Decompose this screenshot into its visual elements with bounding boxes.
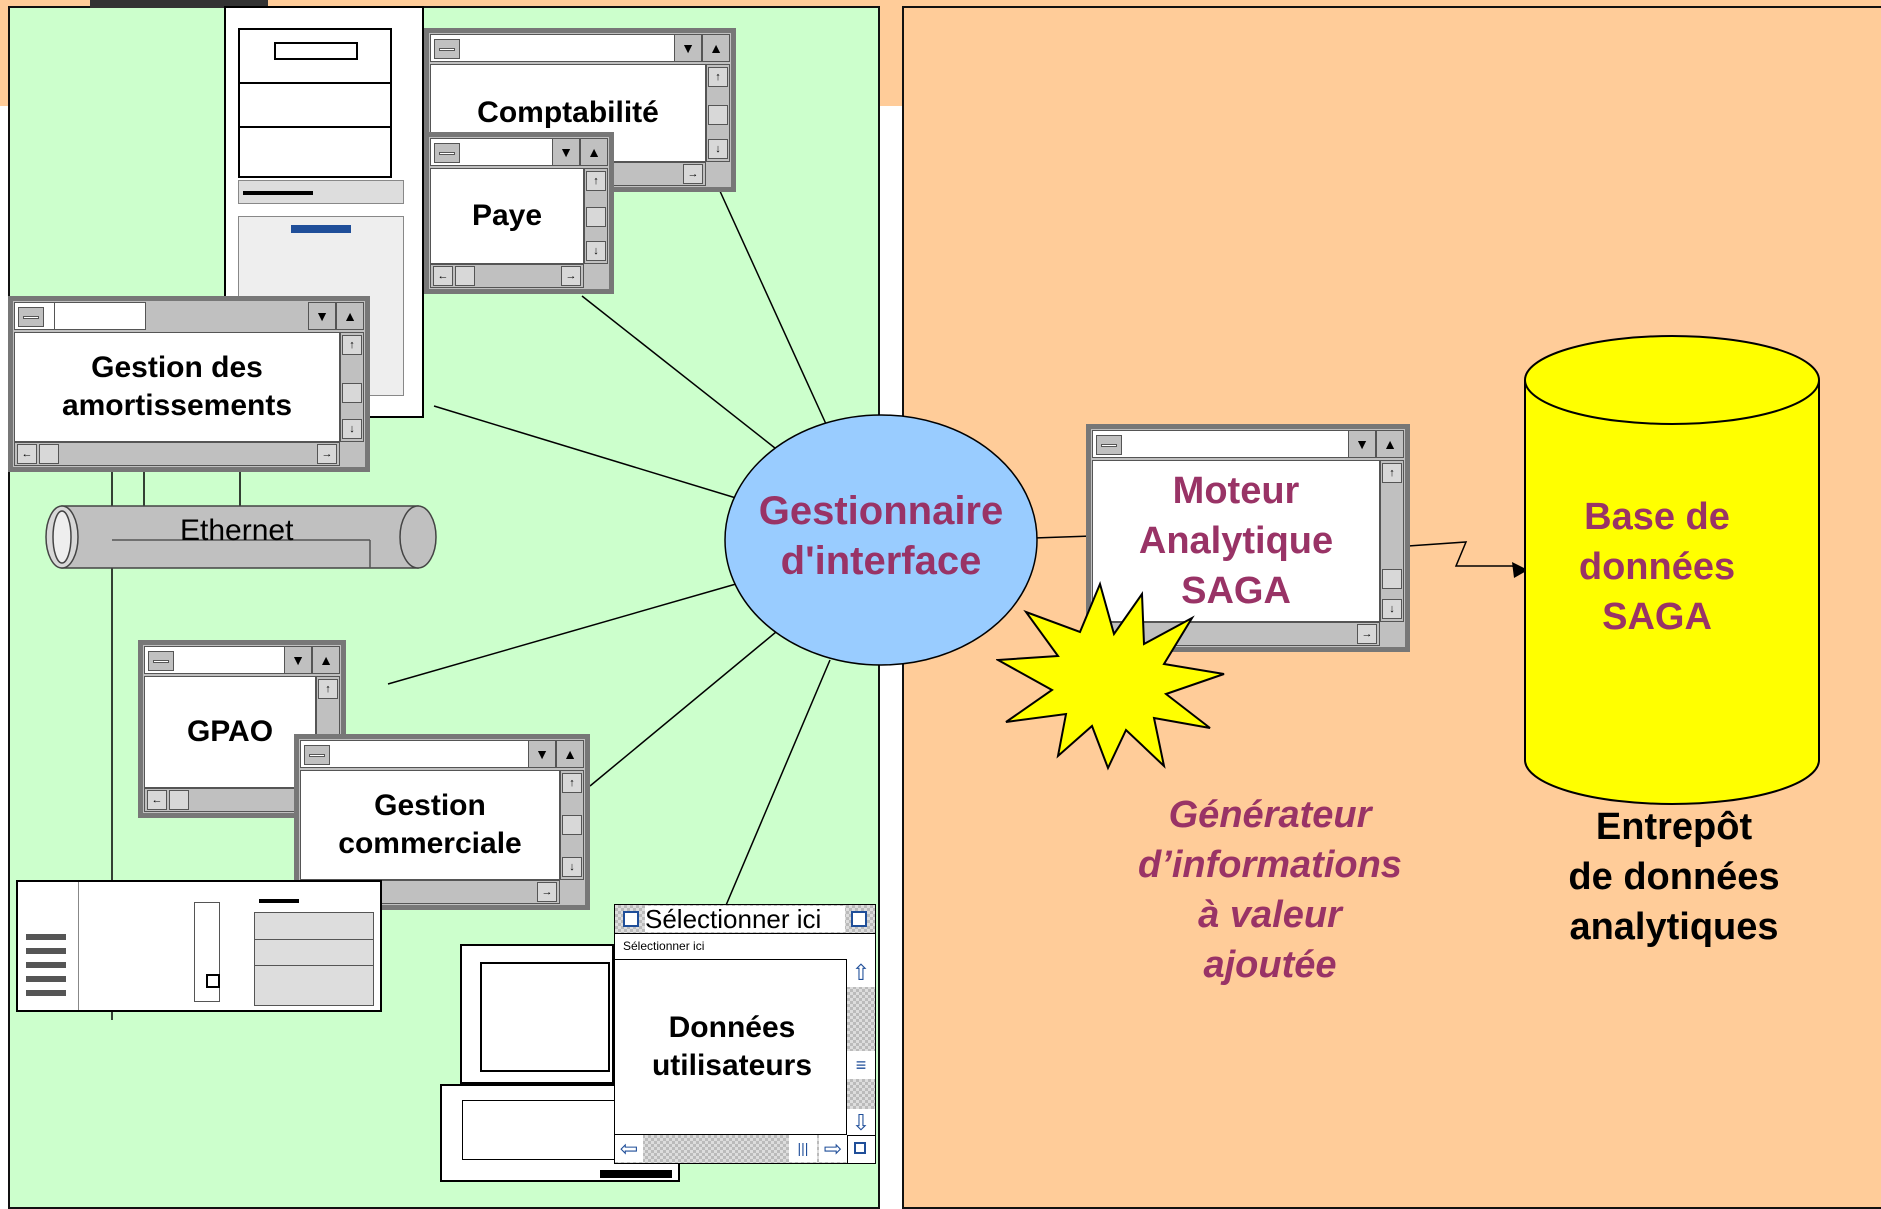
system-menu-icon[interactable] xyxy=(1096,435,1122,455)
window-label: Gestion des amortissements xyxy=(14,332,340,442)
vertical-scrollbar[interactable]: ⇧ ≡ ⇩ xyxy=(846,959,875,1137)
caption-line: ajoutée xyxy=(1203,944,1337,986)
hub-label: Gestionnaire d'interface xyxy=(758,489,1004,583)
link-gpao xyxy=(387,583,737,685)
maximize-icon[interactable]: ▲ xyxy=(1376,430,1404,458)
drive-bay xyxy=(238,28,392,178)
maximize-icon[interactable]: ▲ xyxy=(702,34,730,62)
arrowhead xyxy=(1512,562,1528,578)
desktop-computer xyxy=(16,880,382,1012)
horizontal-scrollbar[interactable]: ← xyxy=(144,788,316,812)
link-paye xyxy=(581,295,781,453)
burst-icon xyxy=(996,580,1225,771)
database-label: Base de données SAGA xyxy=(1578,496,1736,638)
title-bar xyxy=(430,34,676,62)
resize-grip-icon[interactable] xyxy=(847,1135,875,1163)
maximize-icon[interactable]: ▲ xyxy=(580,138,608,166)
vertical-scrollbar[interactable]: ↑ ↓ xyxy=(560,770,584,880)
database-cylinder xyxy=(1524,335,1820,805)
minimize-icon[interactable]: ▼ xyxy=(552,138,580,166)
window-paye[interactable]: ▼ ▲ Paye ↑ ↓ ← → xyxy=(424,132,614,294)
ethernet-label: Ethernet xyxy=(180,514,294,547)
caption-line: Entrepôt xyxy=(1595,806,1753,848)
horizontal-scrollbar[interactable]: ⇦ ||| ⇨ xyxy=(615,1134,847,1163)
window-label: Paye xyxy=(430,168,584,264)
caption-line: de données xyxy=(1568,856,1780,898)
system-menu-icon[interactable] xyxy=(434,39,460,59)
floppy-slot xyxy=(238,180,404,204)
window-title: Sélectionner ici xyxy=(645,906,845,932)
horizontal-scrollbar[interactable]: ← → xyxy=(14,442,340,466)
caption-line: d’informations xyxy=(1138,844,1402,886)
window-commerciale[interactable]: ▼ ▲ Gestion commerciale ↑ ↓ ← → xyxy=(294,734,590,910)
caption-line: Générateur xyxy=(1168,794,1372,836)
maximize-icon[interactable]: ▲ xyxy=(336,302,364,330)
window-label: Données utilisateurs xyxy=(651,1011,813,1082)
window-label: Gestion commerciale xyxy=(300,770,560,880)
link-database xyxy=(1407,541,1527,571)
link-moteur xyxy=(1033,535,1093,539)
minimize-icon[interactable]: ▼ xyxy=(528,740,556,768)
system-menu-icon[interactable] xyxy=(304,745,330,765)
caption-line: à valeur xyxy=(1198,894,1342,936)
hub-ellipse xyxy=(724,414,1038,666)
title-bar xyxy=(144,646,286,674)
vertical-scrollbar[interactable]: ↑ ↓ xyxy=(340,332,364,442)
ethernet-cable xyxy=(45,505,437,569)
link-amortissements xyxy=(433,405,737,499)
minimize-icon[interactable]: ▼ xyxy=(284,646,312,674)
system-menu-icon[interactable] xyxy=(148,651,174,671)
close-box-icon[interactable] xyxy=(623,911,639,927)
window-amortissements[interactable]: ▼ ▲ Gestion des amortissements ↑ ↓ ← → xyxy=(8,296,370,472)
system-menu-icon[interactable] xyxy=(18,307,44,327)
warehouse-caption: Entrepôt de données analytiques xyxy=(1526,802,1822,952)
link-comptabilite xyxy=(713,177,827,425)
link-utilisateurs xyxy=(723,659,831,911)
minimize-icon[interactable]: ▼ xyxy=(1348,430,1376,458)
vertical-scrollbar[interactable]: ↑ ↓ xyxy=(706,64,730,162)
minimize-icon[interactable]: ▼ xyxy=(674,34,702,62)
maximize-icon[interactable]: ▲ xyxy=(312,646,340,674)
generator-caption: Générateur d’informations à valeur ajout… xyxy=(1100,790,1440,990)
window-label: Moteur Analytique SAGA xyxy=(1092,460,1380,622)
window-donnees-utilisateurs[interactable]: Sélectionner ici Sélectionner ici Donnée… xyxy=(614,904,876,1164)
horizontal-scrollbar[interactable]: ← → xyxy=(430,264,584,288)
zoom-box-icon[interactable] xyxy=(851,911,867,927)
title-bar xyxy=(300,740,530,768)
title-bar xyxy=(430,138,554,166)
minimize-icon[interactable]: ▼ xyxy=(308,302,336,330)
window-label: GPAO xyxy=(144,676,316,788)
top-bar xyxy=(90,0,268,8)
caption-line: analytiques xyxy=(1569,906,1779,948)
vertical-scrollbar[interactable]: ↑ ↓ xyxy=(1380,460,1404,622)
system-menu-icon[interactable] xyxy=(434,143,460,163)
maximize-icon[interactable]: ▲ xyxy=(556,740,584,768)
link-commerciale xyxy=(589,631,777,787)
window-subtitle: Sélectionner ici xyxy=(623,939,705,953)
vertical-scrollbar[interactable]: ↑ ↓ xyxy=(584,168,608,264)
title-bar xyxy=(1092,430,1350,458)
laptop xyxy=(460,944,614,1084)
